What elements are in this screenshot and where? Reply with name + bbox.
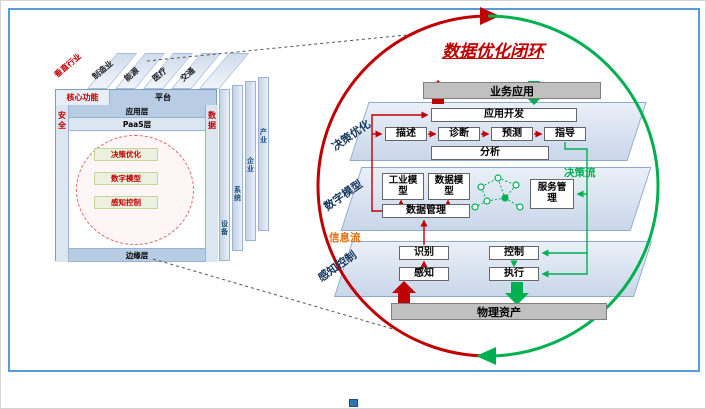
hierarchy-panel-industry: 产业 [258,77,269,231]
security-label: 安全 [57,111,67,131]
guide-box: 指导 [544,127,586,141]
selection-frame [8,8,700,372]
data-strip: 数据 [205,105,218,262]
layer-row-application: 应用层 [69,105,205,118]
security-strip: 安全 [56,105,69,262]
industrial-model-box: 工业模型 [382,173,424,200]
platform-architecture-cube: 垂直行业 制造业 能源 医疗 交通 设备 系统 企业 产业 核心功能 平台 安全… [52,51,273,268]
business-application-bar: 业务应用 [423,82,601,99]
decision-flow-label: 决策流 [564,167,596,179]
cube-header: 核心功能 平台 [56,90,216,105]
core-function-label: 核心功能 [56,90,110,105]
hierarchy-panel-system: 系统 [232,85,243,251]
info-flow-label: 信息流 [329,232,361,244]
layer-row-edge: 边缘层 [69,248,205,262]
data-model-box: 数据模型 [428,173,470,200]
execute-box: 执行 [489,267,539,281]
predict-box: 预测 [491,127,533,141]
loop-item: 数字模型 [94,172,158,185]
cube-front-face: 核心功能 平台 安全 数据 应用层 PaaS层 决策优化 数字模型 感知控制 边… [55,89,218,262]
sense-box: 感知 [399,267,449,281]
hierarchy-panel-enterprise: 企业 [245,81,256,241]
data-mgmt-box: 数据管理 [382,204,470,218]
loop-item: 感知控制 [94,196,158,209]
diagnose-box: 诊断 [438,127,480,141]
panel-label: 企业 [246,157,255,173]
loop-item: 决策优化 [94,148,158,161]
resize-handle[interactable] [349,399,358,407]
analysis-box: 分析 [431,146,549,160]
platform-label: 平台 [110,90,216,105]
data-label: 数据 [207,111,217,131]
industry-label: 垂直行业 [52,51,83,80]
control-box: 控制 [489,246,539,260]
diagram-title: 数据优化闭环 [442,42,544,62]
hierarchy-panel-device: 设备 [219,89,230,261]
app-dev-box: 应用开发 [431,108,577,122]
panel-label: 系统 [233,186,242,202]
service-mgmt-box: 服务管理 [530,179,574,209]
layer-row-paas: PaaS层 [69,118,205,131]
identify-box: 识别 [399,246,449,260]
physical-assets-bar: 物理资产 [391,303,607,320]
describe-box: 描述 [385,127,427,141]
panel-label: 产业 [259,128,268,144]
panel-label: 设备 [220,220,229,236]
